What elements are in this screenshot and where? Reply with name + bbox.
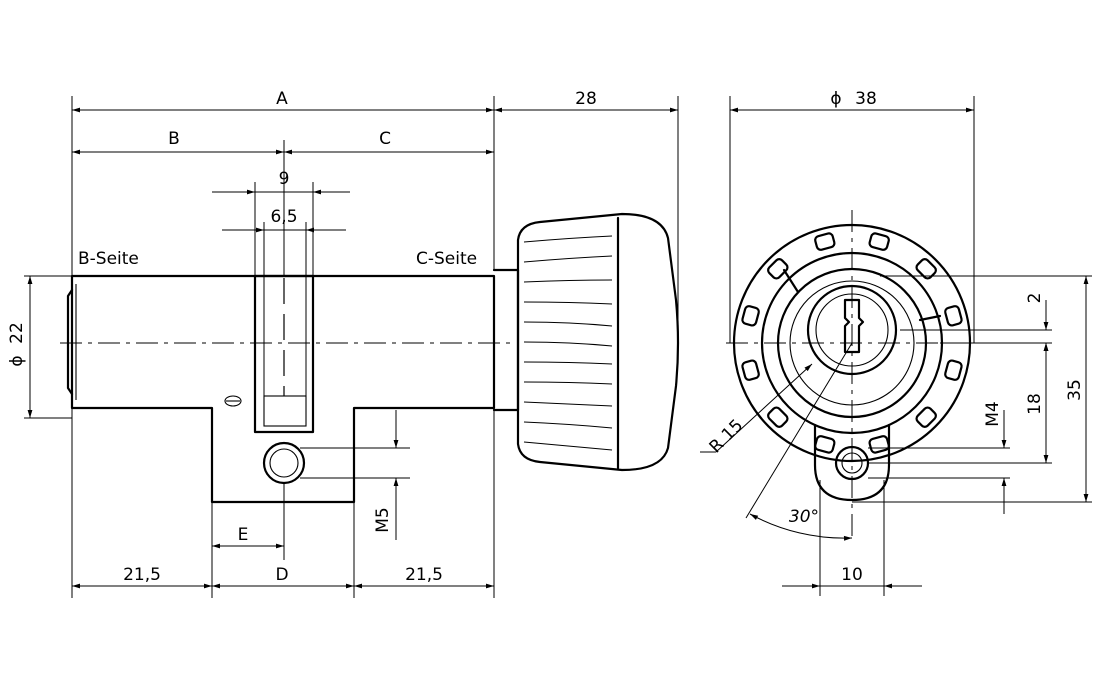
dim-a-label: A [276, 89, 288, 109]
diameter-38-value: 38 [855, 89, 877, 109]
cam-slot-inner [263, 395, 307, 427]
knob-collar [492, 268, 520, 412]
front-view-extension-lines [729, 96, 1092, 596]
dim-2-label: 2 [1025, 293, 1045, 304]
dim-9-label: 9 [279, 169, 290, 189]
dim-6-5-label: 6,5 [270, 207, 297, 227]
b-seite-label: B-Seite [78, 249, 139, 269]
grip-recess [868, 232, 890, 251]
grip-recess [767, 406, 789, 428]
side-view-dimension-lines [27, 107, 678, 589]
diameter-38-label: ϕ 38 [830, 89, 876, 109]
dim-21-5-right-label: 21,5 [405, 565, 443, 585]
grip-recess [868, 435, 890, 454]
fixing-screw-hole-inner [269, 448, 299, 478]
diameter-22-label: ϕ 22 [7, 322, 27, 366]
diameter-22-value: 22 [7, 322, 27, 344]
front-view: ϕ 38 2 18 35 M4 R 15 30° 10 [700, 89, 1092, 596]
diameter-symbol: ϕ [7, 355, 27, 366]
dim-c-label: C [379, 129, 391, 149]
thread-m5-label: M5 [373, 507, 393, 532]
dim-18-label: 18 [1025, 393, 1045, 415]
dim-28-label: 28 [575, 89, 597, 109]
ring-gap-left [782, 268, 800, 294]
dim-e-label: E [238, 525, 249, 545]
diameter-38-symbol: ϕ [830, 89, 841, 109]
grip-recess [944, 359, 963, 381]
keyway [843, 298, 865, 354]
grip-recess [814, 435, 836, 454]
knob-grip-recesses [741, 232, 963, 454]
cam-lug [813, 423, 891, 502]
knob-ribs [523, 235, 613, 451]
thread-m4-label: M4 [983, 401, 1003, 426]
angle-30-label: 30° [789, 507, 819, 527]
grip-recess [741, 359, 760, 381]
grip-recess [915, 258, 937, 280]
grip-recess [944, 305, 963, 327]
grip-recess [915, 406, 937, 428]
ring-gap-right [918, 314, 942, 322]
small-oval-mark [224, 395, 242, 407]
dim-b-label: B [168, 129, 180, 149]
dim-35-label: 35 [1065, 379, 1085, 401]
front-view-dimension-lines [700, 107, 1089, 589]
dim-21-5-left-label: 21,5 [123, 565, 161, 585]
dim-d-label: D [275, 565, 288, 585]
b-side-end-face [66, 288, 74, 396]
dim-10-label: 10 [841, 565, 863, 585]
grip-recess [741, 305, 760, 327]
side-view-extension-lines [24, 96, 679, 598]
c-seite-label: C-Seite [416, 249, 477, 269]
grip-recess [814, 232, 836, 251]
cylinder-body-outline [70, 274, 496, 504]
side-view: A 28 B C 9 6,5 B-Seite C-Seite ϕ 22 21,5… [7, 89, 680, 598]
radius-r15-label: R 15 [706, 416, 748, 458]
grip-recess [767, 258, 789, 280]
